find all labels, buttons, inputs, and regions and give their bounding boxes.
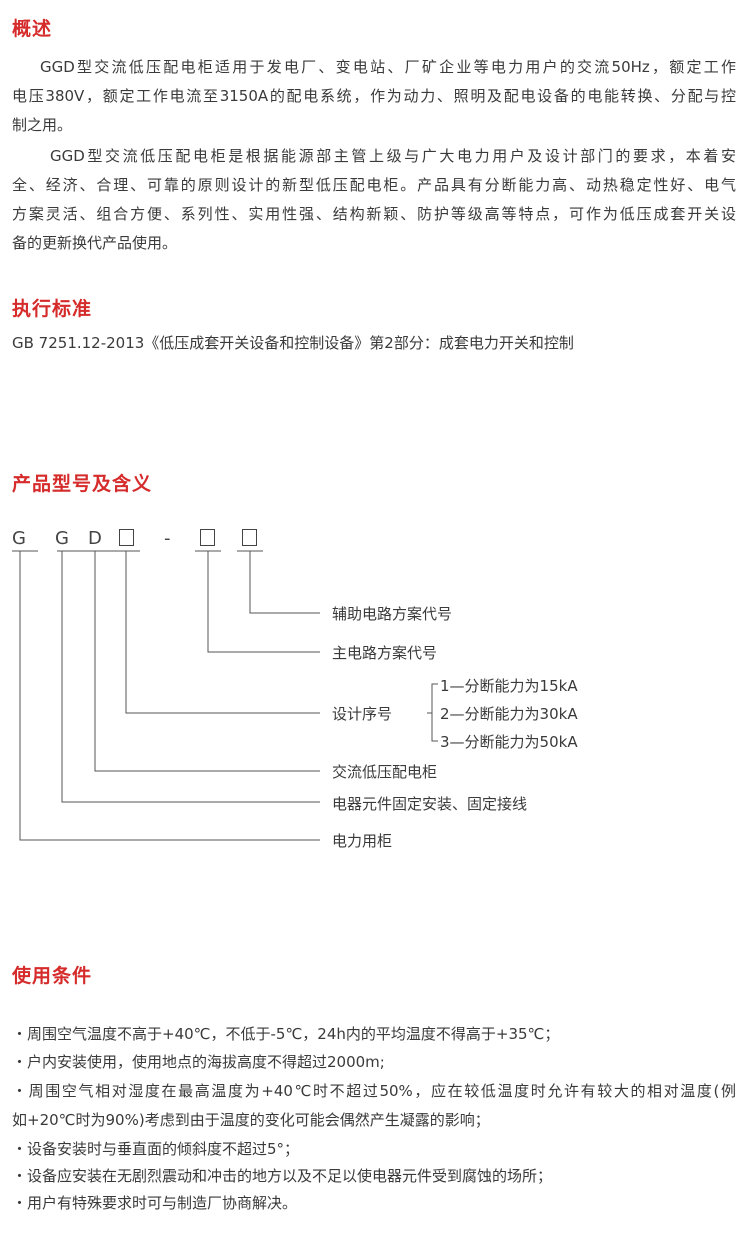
code-box-main (200, 529, 215, 546)
overview-heading: 概述 (12, 18, 53, 40)
overview-line: 方案灵活、组合方便、系列性、实用性强、结构新颖、防护等级高等特点，可作为低压成套… (12, 205, 736, 223)
code-letter-g1: G (12, 528, 26, 549)
condition-item: ・周围空气温度不高于+40℃，不低于-5℃，24h内的平均温度不得高于+35℃； (12, 1025, 560, 1043)
condition-item: ・周围空气相对湿度在最高温度为+40℃时不超过50%，应在较低温度时允许有较大的… (12, 1082, 736, 1100)
overview-line: 电压380V，额定工作电流至3150A的配电系统，作为动力、照明及配电设备的电能… (12, 87, 736, 105)
condition-item-cont: 如+20℃时为90%)考虑到由于温度的变化可能会偶然产生凝露的影响； (12, 1111, 490, 1129)
model-heading: 产品型号及含义 (12, 473, 153, 495)
label-aux-circuit: 辅助电路方案代号 (332, 605, 453, 623)
condition-item: ・用户有特殊要求时可与制造厂协商解决。 (12, 1194, 298, 1212)
overview-line: 全、经济、合理、可靠的原则设计的新型低压配电柜。产品具有分断能力高、动热稳定性好… (12, 176, 736, 194)
design-option: 3—分断能力为50kA (440, 733, 578, 751)
overview-line: GGD型交流低压配电柜适用于发电厂、变电站、厂矿企业等电力用户的交流50Hz，额… (40, 58, 736, 76)
condition-item: ・设备应安装在无剧烈震动和冲击的地方以及不足以使电器元件受到腐蚀的场所； (12, 1167, 553, 1185)
code-dash: - (164, 528, 171, 549)
overview-line: GGD型交流低压配电柜是根据能源部主管上级与广大电力用户及设计部门的要求，本着安 (50, 147, 736, 165)
label-ac-cabinet: 交流低压配电柜 (332, 763, 438, 781)
label-design-number: 设计序号 (332, 705, 393, 723)
code-box-aux (242, 529, 257, 546)
label-main-circuit: 主电路方案代号 (332, 644, 438, 662)
design-option: 1—分断能力为15kA (440, 677, 578, 695)
conditions-heading: 使用条件 (12, 965, 93, 987)
code-letter-g2: G (55, 528, 69, 549)
label-fixed-install: 电器元件固定安装、固定接线 (332, 795, 528, 813)
code-box-design (119, 529, 134, 546)
standard-text: GB 7251.12-2013《低压成套开关设备和控制设备》第2部分：成套电力开… (12, 334, 574, 352)
label-power-cabinet: 电力用柜 (332, 832, 393, 850)
design-option: 2—分断能力为30kA (440, 705, 578, 723)
condition-item: ・设备安装时与垂直面的倾斜度不超过5°； (12, 1140, 300, 1158)
condition-item: ・户内安装使用，使用地点的海拔高度不得超过2000m; (12, 1053, 385, 1071)
overview-line: 备的更新换代产品使用。 (12, 234, 178, 252)
code-letter-d: D (88, 528, 102, 549)
overview-line: 制之用。 (12, 116, 73, 134)
standard-heading: 执行标准 (12, 298, 93, 320)
